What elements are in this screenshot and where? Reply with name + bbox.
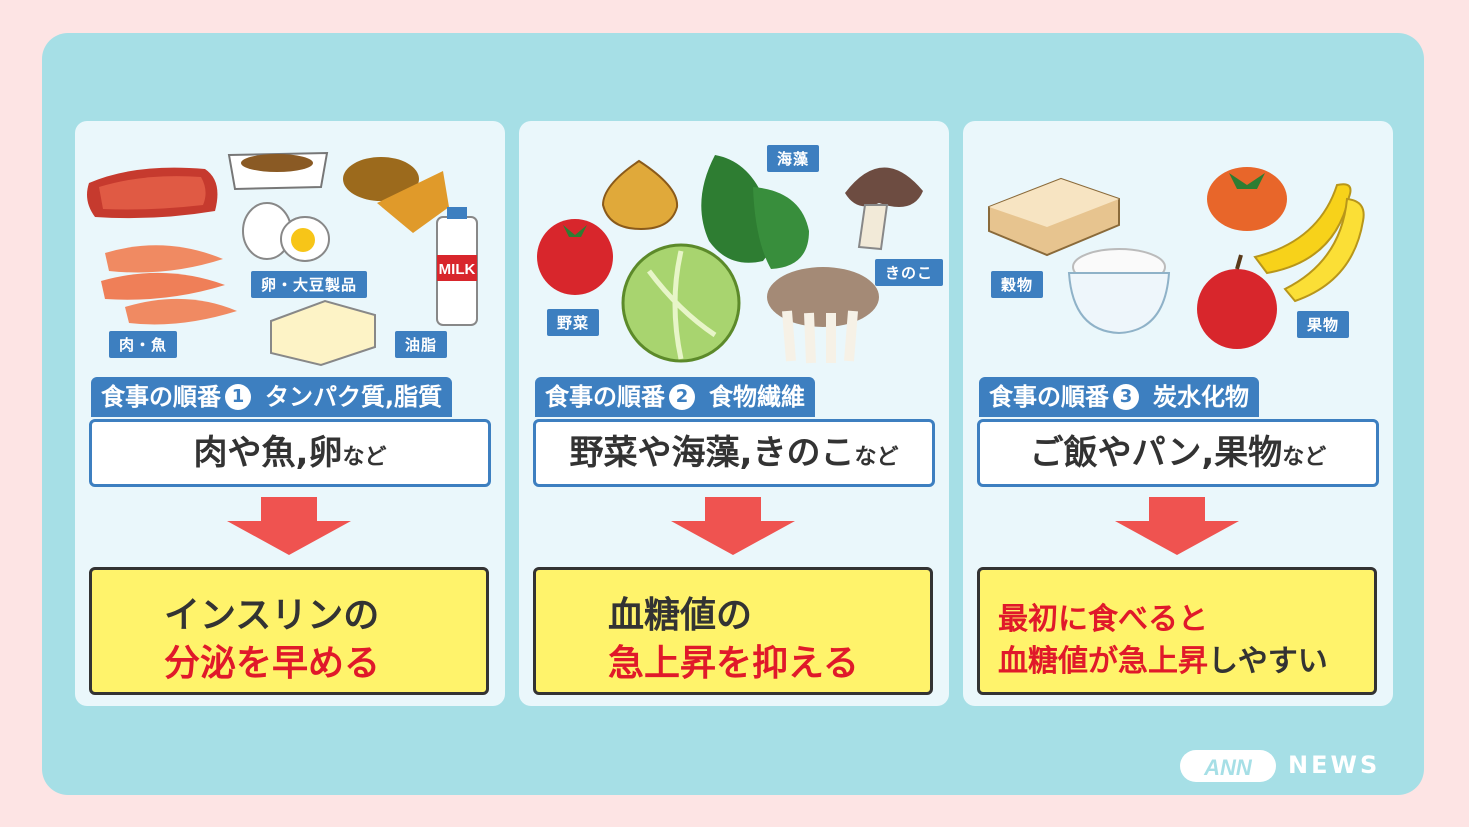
milk-label: MILK: [439, 261, 476, 278]
tag-vegetable: 野菜: [547, 309, 600, 336]
step-category: 炭水化物: [1153, 383, 1249, 411]
tag-egg-soy: 卵・大豆製品: [251, 271, 368, 298]
step-category: タンパク質,脂質: [265, 383, 443, 411]
down-arrow-icon: [671, 497, 795, 555]
step-number-badge: 1: [225, 384, 251, 410]
protein-fat-illustration: MILK: [87, 151, 478, 367]
down-arrow-icon: [227, 497, 351, 555]
news-wordmark: NEWS: [1288, 751, 1381, 779]
tag-grain: 穀物: [991, 271, 1044, 298]
food-examples: 野菜や海藻,きのこなど: [533, 419, 935, 487]
food-examples: 肉や魚,卵など: [89, 419, 491, 487]
carbohydrate-illustration: [988, 167, 1365, 349]
result-box: 最初に食べると 血糖値が急上昇しやすい: [977, 567, 1377, 695]
tag-mushroom: きのこ: [875, 259, 944, 286]
tag-seaweed: 海藻: [767, 145, 820, 172]
down-arrow-icon: [1115, 497, 1239, 555]
tag-fruit: 果物: [1297, 311, 1350, 338]
step-number-badge: 3: [1113, 384, 1139, 410]
tag-meat-fish: 肉・魚: [109, 331, 178, 358]
result-box: インスリンの 分泌を早める: [89, 567, 489, 695]
result-box: 血糖値の 急上昇を抑える: [533, 567, 933, 695]
svg-text:ANN: ANN: [1203, 755, 1253, 780]
step-number-badge: 2: [669, 384, 695, 410]
tag-fat: 油脂: [395, 331, 448, 358]
fiber-illustration: [537, 155, 923, 364]
food-examples: ご飯やパン,果物など: [977, 419, 1379, 487]
ann-logo: ANN: [1180, 750, 1276, 782]
step-category: 食物繊維: [709, 383, 805, 411]
